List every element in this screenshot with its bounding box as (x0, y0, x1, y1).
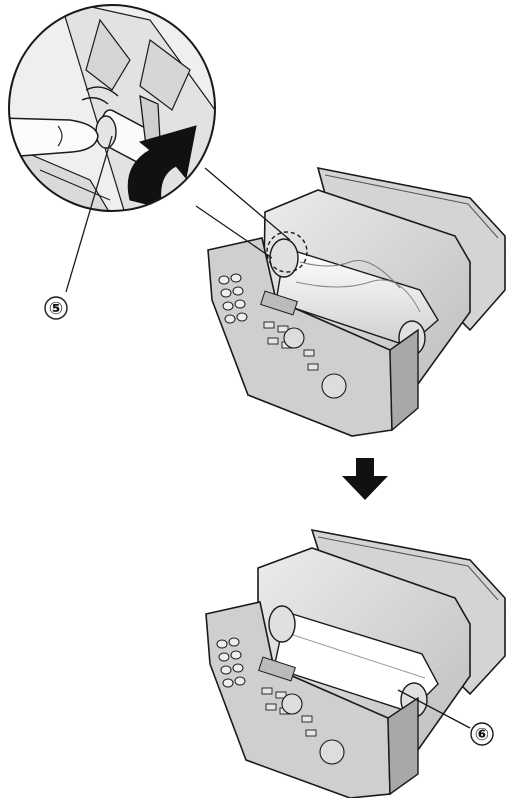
callout-6-label: ⑥ (475, 725, 489, 745)
callout-5-marker (44, 296, 68, 320)
callout-6-marker (470, 722, 494, 746)
start-button-top (321, 373, 347, 399)
display-window (260, 290, 298, 316)
fax-machine-bottom (205, 528, 506, 798)
down-arrow (342, 458, 388, 500)
rotate-arrow (127, 125, 197, 209)
keypad (218, 273, 248, 324)
magnified-view (8, 4, 216, 212)
gear-highlight (266, 231, 308, 273)
fax-machine-top (195, 166, 506, 437)
film-gear (92, 94, 161, 165)
finger (9, 117, 99, 172)
callout-5-label: ⑤ (49, 299, 63, 319)
nav-dial (283, 327, 305, 349)
